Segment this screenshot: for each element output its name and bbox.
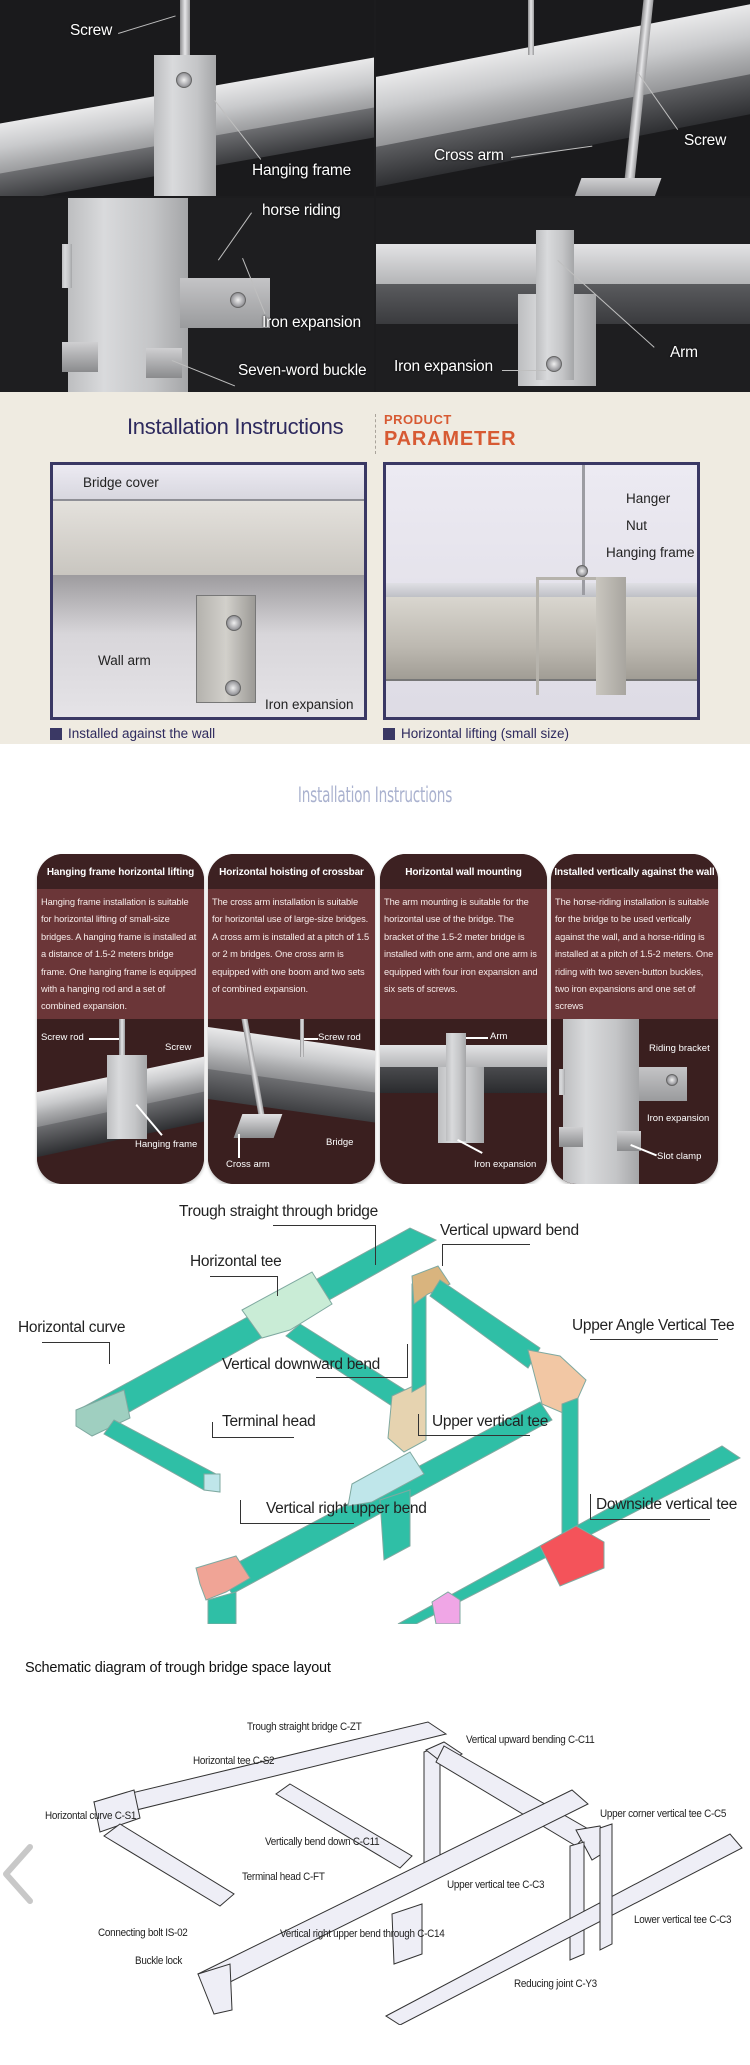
label-horizontal-curve: Horizontal curve xyxy=(18,1319,126,1336)
card-body: The cross arm installation is suitable f… xyxy=(208,889,375,1019)
label-cross-arm: Cross arm xyxy=(226,1159,270,1170)
label-horizontal-tee: Horizontal tee C-S2 xyxy=(193,1755,275,1767)
card-body: Hanging frame installation is suitable f… xyxy=(37,889,204,1019)
card-image: Riding bracket Iron expansion Slot clamp xyxy=(551,1019,718,1184)
wall-install-photo: Bridge cover Wall arm Iron expansion xyxy=(50,462,367,720)
chevron-left-icon xyxy=(3,1844,33,1904)
label-iron-expansion-2: Iron expansion xyxy=(394,358,493,375)
card-vertical-wall: Installed vertically against the wall Th… xyxy=(551,854,718,1184)
caption-wall: Installed against the wall xyxy=(50,726,215,741)
photo-arm: Iron expansion Arm xyxy=(376,198,750,392)
label-vertical-upward-bend: Vertical upward bend xyxy=(440,1222,579,1239)
label-seven-word-buckle: Seven-word buckle xyxy=(238,362,367,380)
label-vertical-right-upper-bend: Vertical right upper bend through C-C14 xyxy=(280,1928,445,1940)
label-reducing-joint: Reducing joint C-Y3 xyxy=(514,1978,597,1990)
label-hanging-frame: Hanging frame xyxy=(135,1139,198,1150)
label-riding-bracket: Riding bracket xyxy=(649,1043,710,1054)
card-image: Screw rod Screw Hanging frame xyxy=(37,1019,204,1184)
caption-bullet xyxy=(383,727,395,740)
label-iron-expansion: Iron expansion xyxy=(265,697,354,712)
label-iron-expansion: Iron expansion xyxy=(647,1113,710,1124)
label-hanger: Hanger xyxy=(626,491,671,506)
label-vertical-downward-bend: Vertical downward bend xyxy=(222,1356,380,1373)
label-arm: Arm xyxy=(490,1031,508,1042)
caption-horizontal: Horizontal lifting (small size) xyxy=(383,726,569,741)
label-vertical-upward-bending: Vertical upward bending C-C11 xyxy=(466,1734,595,1746)
installation-title: Installation Instructions xyxy=(127,414,344,439)
label-horse-riding: horse riding xyxy=(262,202,341,219)
label-bridge-cover: Bridge cover xyxy=(83,475,159,490)
product-label: PRODUCT xyxy=(384,412,452,427)
label-trough-straight-bridge: Trough straight bridge C-ZT xyxy=(247,1721,362,1733)
label-upper-vertical-tee: Upper vertical tee xyxy=(432,1413,549,1430)
photo-grid: Screw Hanging frame Cross arm Screw hors… xyxy=(0,0,750,392)
label-terminal-head: Terminal head xyxy=(222,1413,316,1430)
label-trough-straight: Trough straight through bridge xyxy=(179,1203,378,1220)
label-wall-arm: Wall arm xyxy=(98,653,151,668)
schematic-title: Schematic diagram of trough bridge space… xyxy=(25,1660,331,1676)
label-slot-clamp: Slot clamp xyxy=(657,1151,702,1162)
label-hanging-frame: Hanging frame xyxy=(606,545,695,560)
photo-hanging-frame: Screw Hanging frame xyxy=(0,0,374,196)
label-nut: Nut xyxy=(626,518,648,533)
card-heading: Horizontal hoisting of crossbar xyxy=(208,854,375,889)
photo-cross-arm: Cross arm Screw xyxy=(376,0,750,196)
label-iron-expansion: Iron expansion xyxy=(474,1159,537,1170)
label-hanging-frame: Hanging frame xyxy=(252,162,352,179)
label-screw-rod: Screw rod xyxy=(41,1032,84,1043)
label-cross-arm: Cross arm xyxy=(434,147,504,164)
label-horizontal-tee: Horizontal tee xyxy=(190,1253,282,1270)
label-upper-vertical-tee: Upper vertical tee C-C3 xyxy=(447,1879,545,1891)
label-upper-corner-vertical-tee: Upper corner vertical tee C-C5 xyxy=(600,1808,727,1820)
card-crossbar: Horizontal hoisting of crossbar The cros… xyxy=(208,854,375,1184)
label-connecting-bolt: Connecting bolt IS-02 xyxy=(98,1927,188,1939)
label-iron-expansion: Iron expansion xyxy=(262,314,361,331)
label-screw: Screw xyxy=(165,1042,192,1053)
label-horizontal-curve: Horizontal curve C-S1 xyxy=(45,1810,137,1822)
schematic-drawing xyxy=(92,1721,743,2025)
photo-horse-riding: horse riding Iron expansion Seven-word b… xyxy=(0,198,374,392)
schematic-section: Schematic diagram of trough bridge space… xyxy=(0,1624,750,2025)
card-image: Screw rod Bridge Cross arm xyxy=(208,1019,375,1184)
colored-trough-drawing xyxy=(75,1227,741,1624)
card-image: Arm Iron expansion xyxy=(380,1019,547,1184)
card-hanging-frame: Hanging frame horizontal lifting Hanging… xyxy=(37,854,204,1184)
caption-bullet xyxy=(50,727,62,740)
title-divider xyxy=(375,414,376,454)
label-bridge: Bridge xyxy=(326,1137,354,1148)
label-arm: Arm xyxy=(670,344,698,361)
parameter-label: PARAMETER xyxy=(384,428,517,450)
carousel-prev-button[interactable] xyxy=(0,1843,36,1905)
card-heading: Hanging frame horizontal lifting xyxy=(37,854,204,889)
card-body: The horse-riding installation is suitabl… xyxy=(551,889,718,1019)
card-heading: Installed vertically against the wall xyxy=(551,854,718,889)
cards-title: Installation Instructions xyxy=(297,783,453,807)
label-screw: Screw xyxy=(70,22,113,39)
label-screw-2: Screw xyxy=(684,132,727,149)
installation-parameter-section: Installation Instructions PRODUCT PARAME… xyxy=(0,392,750,744)
label-screw-rod: Screw rod xyxy=(318,1032,361,1043)
label-buckle-lock: Buckle lock xyxy=(135,1955,183,1967)
horizontal-lifting-photo: Hanger Nut Hanging frame xyxy=(383,462,700,720)
installation-cards-section: Installation Instructions Hanging frame … xyxy=(0,744,750,1184)
label-downside-vertical-tee: Downside vertical tee xyxy=(596,1496,738,1513)
label-lower-vertical-tee: Lower vertical tee C-C3 xyxy=(634,1914,732,1926)
label-upper-angle-vertical-tee: Upper Angle Vertical Tee xyxy=(572,1317,735,1334)
label-vertically-bend-down: Vertically bend down C-C11 xyxy=(265,1836,380,1848)
label-vertical-right-upper-bend: Vertical right upper bend xyxy=(266,1500,427,1517)
card-heading: Horizontal wall mounting xyxy=(380,854,547,889)
colored-layout-diagram: Trough straight through bridge Vertical … xyxy=(0,1184,750,1624)
card-body: The arm mounting is suitable for the hor… xyxy=(380,889,547,1019)
label-terminal-head: Terminal head C-FT xyxy=(242,1871,325,1883)
card-wall-mounting: Horizontal wall mounting The arm mountin… xyxy=(380,854,547,1184)
